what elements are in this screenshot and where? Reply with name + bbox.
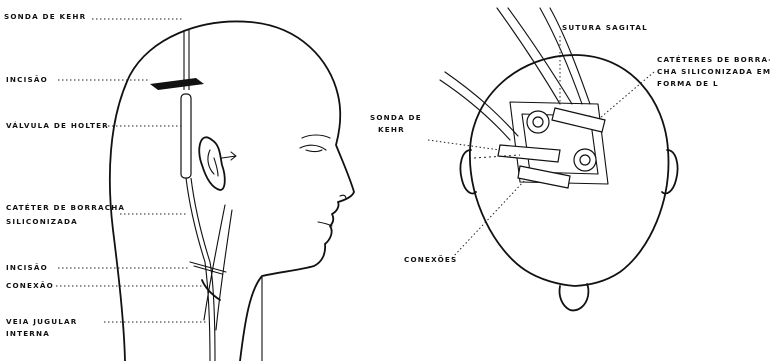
label-conexoes: CONEXÕES xyxy=(404,255,457,264)
neck-catheter xyxy=(186,178,210,262)
nose-top xyxy=(559,284,588,310)
clamp-left xyxy=(498,145,560,162)
head-top-view xyxy=(428,8,678,310)
scalp-incision xyxy=(150,78,204,90)
label-cateteres-line3: FORMA DE L xyxy=(657,79,719,88)
nostril xyxy=(340,195,346,199)
label-sonda-right-line2: KEHR xyxy=(378,125,405,134)
forceps-6 xyxy=(445,72,518,136)
leader-sonda-right xyxy=(428,140,500,150)
right-ear-top xyxy=(662,150,678,194)
forceps-1 xyxy=(497,8,560,104)
jugular-catheter xyxy=(205,262,215,361)
holter-valve xyxy=(181,94,191,178)
leader-cateteres xyxy=(600,72,654,118)
label-incisao-bottom: INCISÃO xyxy=(6,263,48,272)
label-conexao: CONEXÃO xyxy=(6,281,54,290)
label-sonda-kehr: SONDA DE KEHR xyxy=(4,12,86,21)
catheter-ring-2-inner xyxy=(580,155,590,165)
head-outline xyxy=(110,21,354,361)
clamp-right xyxy=(552,108,605,132)
mouth xyxy=(318,222,332,226)
clamp-bottom xyxy=(518,166,570,188)
neck-muscle-1 xyxy=(204,205,225,320)
label-cateter-line1: CATÉTER DE BORRACHA xyxy=(6,203,125,212)
skull-outline xyxy=(470,55,669,286)
leader-conexoes xyxy=(452,180,525,258)
ear-inner xyxy=(208,150,218,176)
eye xyxy=(300,145,326,151)
label-cateteres-line2: CHA SILICONIZADA EM xyxy=(657,67,770,76)
ear xyxy=(199,137,225,190)
label-veia-line2: INTERNA xyxy=(6,329,50,338)
arrow xyxy=(222,152,236,160)
label-valvula-holter: VÁLVULA DE HOLTER xyxy=(6,121,109,130)
catheter-ring-1-inner xyxy=(533,117,543,127)
label-veia-line1: VEIA JUGULAR xyxy=(6,317,78,326)
label-cateter-line2: SILICONIZADA xyxy=(6,217,78,226)
label-sonda-right-line1: SONDA DE xyxy=(370,113,422,122)
connection xyxy=(202,280,220,300)
neck-incision xyxy=(190,262,226,274)
head-side-view xyxy=(56,19,354,361)
eyebrow xyxy=(302,135,330,138)
label-cateteres-line1: CATÉTERES DE BORRA- xyxy=(657,55,770,64)
label-incisao-top: INCISÃO xyxy=(6,75,48,84)
label-sutura-sagital: SUTURA SAGITAL xyxy=(562,23,648,32)
forceps-5 xyxy=(440,80,510,140)
